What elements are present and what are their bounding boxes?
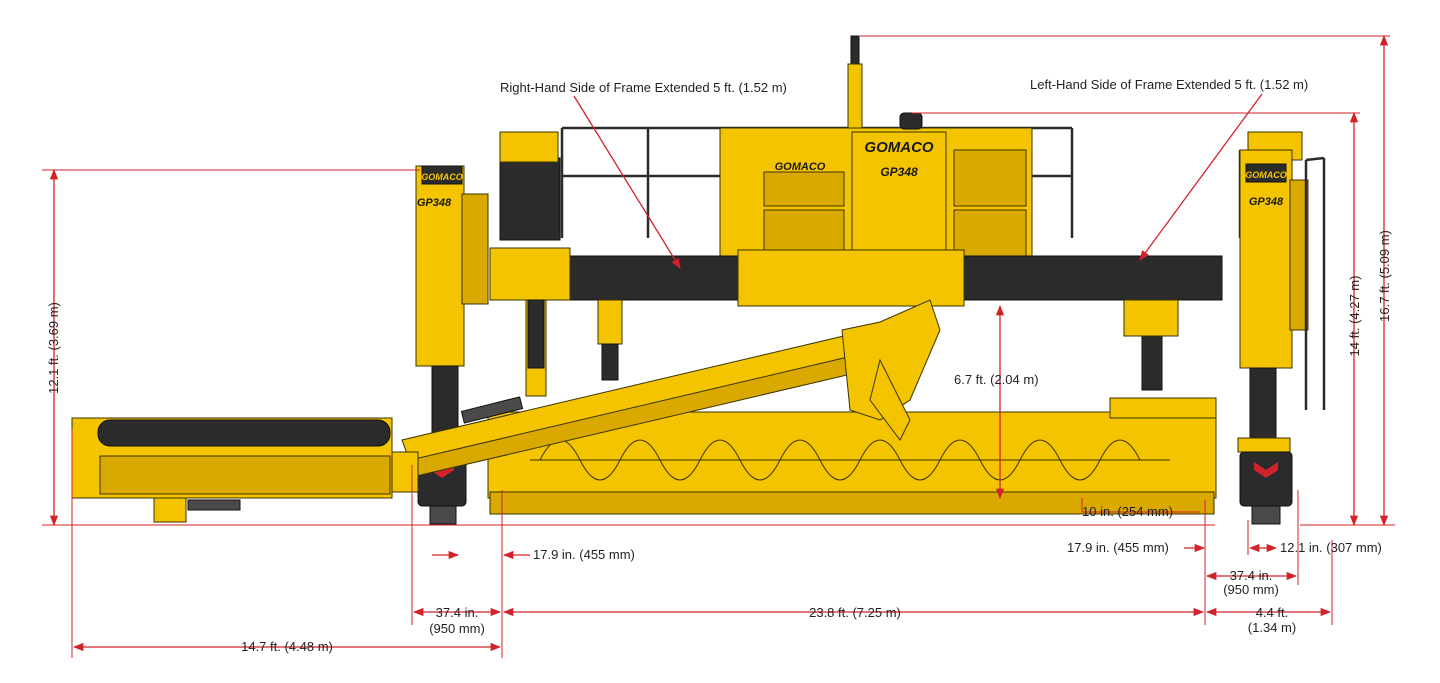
label-clearance: 6.7 ft. (2.04 m) — [954, 372, 1039, 387]
engine-panel-left — [763, 171, 845, 207]
right-leg-post — [1239, 149, 1293, 369]
right-track-mark — [1254, 462, 1278, 478]
mast-pole — [847, 63, 863, 129]
side-conveyor-belt — [97, 419, 391, 447]
operator-console-left — [499, 157, 561, 241]
label-right-ext-b: (1.34 m) — [1248, 620, 1296, 635]
label-right-ext-a: 4.4 ft. — [1256, 605, 1289, 620]
right-leg-brand: GOMACO — [1245, 170, 1287, 180]
conveyor-hopper — [869, 358, 911, 441]
boom-cylinder — [460, 396, 524, 424]
left-track-pad — [429, 505, 457, 525]
engine-center-panel — [851, 131, 947, 255]
right-leg-cap — [1245, 163, 1287, 183]
side-conveyor-panel — [99, 455, 391, 495]
left-leg-brand: GOMACO — [421, 172, 463, 182]
frame-center-block — [737, 249, 965, 307]
left-pivot-arm — [489, 247, 571, 301]
right-leg-model: GP348 — [1249, 196, 1284, 208]
conveyor-head — [841, 299, 941, 421]
label-conveyor-length: 14.7 ft. (4.48 m) — [241, 639, 333, 654]
dimension-lines — [42, 34, 1395, 658]
auger-flight — [539, 439, 1141, 481]
right-leg: GOMACO GP348 — [1237, 149, 1326, 525]
leader-right-frame — [573, 95, 681, 269]
right-track — [1239, 451, 1293, 507]
side-conveyor-spring — [187, 499, 241, 511]
left-leg-post — [415, 165, 465, 367]
right-leg-column — [1249, 367, 1277, 439]
left-leg-column — [431, 365, 459, 439]
side-conveyor-foot — [153, 497, 187, 523]
brand-logo: GOMACO — [864, 139, 933, 156]
side-conveyor — [71, 417, 419, 523]
left-leg-bracket — [461, 193, 489, 305]
label-inset-right: 17.9 in. (455 mm) — [1067, 540, 1169, 555]
left-cylinder — [597, 299, 623, 345]
left-inner-column — [527, 299, 545, 369]
label-track-left-a: 37.4 in. — [436, 605, 479, 620]
label-inset-left: 17.9 in. (455 mm) — [533, 547, 635, 562]
right-ladder — [1304, 156, 1326, 410]
label-leg-height: 12.1 ft. (3.69 m) — [46, 302, 61, 394]
paver-machine: GOMACO GOMACO GP348 GOMACO GP348 GOMACO — [71, 35, 1326, 525]
engine-door-right — [953, 209, 1027, 257]
right-leg-collar — [1237, 437, 1291, 453]
label-overall-height: 16.7 ft. (5.09 m) — [1377, 230, 1392, 322]
label-track-right-b: (950 mm) — [1223, 582, 1279, 597]
model-logo-center: GP348 — [880, 165, 918, 179]
engine-panel-right — [953, 149, 1027, 207]
left-leg-model: GP348 — [417, 197, 452, 209]
engine-cap — [899, 112, 923, 130]
engine-door-left — [763, 209, 845, 257]
mast-antenna — [850, 35, 860, 67]
label-offset-right: 12.1 in. (307 mm) — [1280, 540, 1382, 555]
belt-conveyor — [401, 299, 941, 479]
spreader-right-box — [1109, 397, 1217, 419]
right-leg-bracket — [1289, 179, 1309, 331]
console-top-left — [499, 131, 559, 163]
right-inner-block — [1123, 299, 1179, 337]
label-paving-width: 23.8 ft. (7.25 m) — [809, 605, 901, 620]
label-right-frame: Right-Hand Side of Frame Extended 5 ft. … — [500, 80, 787, 95]
label-track-left-b: (950 mm) — [429, 621, 485, 636]
label-frame-height: 14 ft. (4.27 m) — [1347, 276, 1362, 357]
label-left-frame: Left-Hand Side of Frame Extended 5 ft. (… — [1030, 77, 1308, 92]
dimension-labels: Right-Hand Side of Frame Extended 5 ft. … — [46, 77, 1392, 654]
left-leg-cap — [421, 165, 463, 185]
leader-left-frame — [1139, 93, 1263, 261]
spreader-base — [489, 491, 1215, 515]
label-pan-offset: 10 in. (254 mm) — [1082, 504, 1173, 519]
brand-logo-small: GOMACO — [775, 161, 826, 173]
side-conveyor-link — [391, 451, 419, 493]
right-track-pad — [1251, 505, 1281, 525]
left-cylinder-rod — [601, 343, 619, 381]
label-track-right-a: 37.4 in. — [1230, 568, 1273, 583]
